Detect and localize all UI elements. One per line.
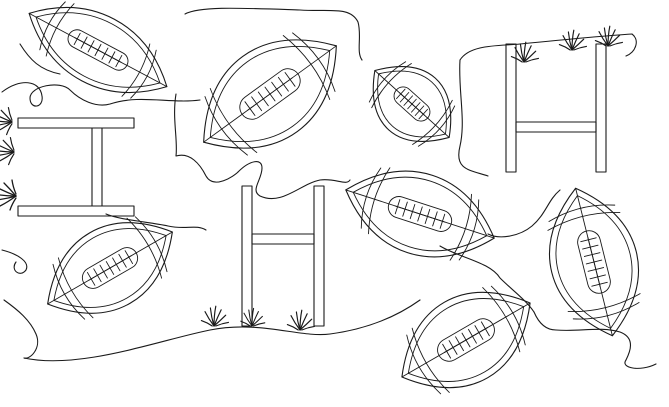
goal-post-right xyxy=(505,43,607,173)
grass-tuft-icon xyxy=(510,41,539,63)
football-icon xyxy=(547,187,641,337)
grass-tuft-icon xyxy=(594,25,623,47)
goal-post-left xyxy=(17,117,135,217)
football-icon xyxy=(401,285,531,395)
meander-line xyxy=(1,7,657,369)
grass-tuft-icon xyxy=(0,137,15,166)
football-icon xyxy=(28,1,168,99)
grass-tufts xyxy=(0,25,623,331)
grass-tuft-icon xyxy=(240,307,266,327)
footballs xyxy=(28,1,641,395)
grass-tuft-icon xyxy=(0,179,17,211)
grass-tuft-icon xyxy=(200,305,229,327)
goal-post-center xyxy=(241,185,325,327)
grass-tuft-icon xyxy=(0,107,13,136)
football-icon xyxy=(368,61,456,147)
football-icon xyxy=(203,32,337,156)
grass-tuft-icon xyxy=(286,309,315,331)
grass-tuft-icon xyxy=(558,29,587,51)
goal-posts xyxy=(17,43,607,327)
football-icon xyxy=(47,216,173,320)
football-icon xyxy=(345,167,495,261)
